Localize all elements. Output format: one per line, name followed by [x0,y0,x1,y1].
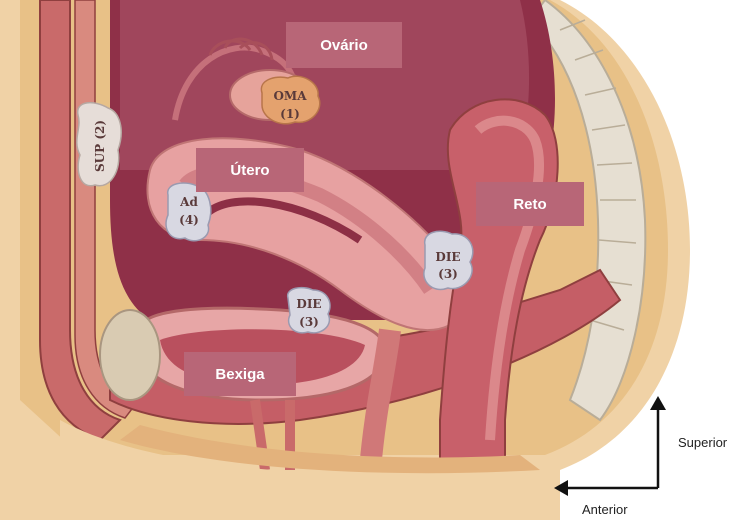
lesion-die-posterior-label: DIE [435,250,460,264]
lesion-adhesion-number: (4) [179,213,199,227]
ovary-label: Ovário [286,22,402,68]
superior-arrowhead [650,396,666,410]
anterior-label: Anterior [582,502,628,517]
lesion-die-posterior: DIE (3) [424,231,473,289]
rectum-label: Reto [476,182,584,226]
superior-label: Superior [678,435,728,450]
lesion-adhesion-label: Ad [179,195,198,209]
lesion-die-anterior-number: (3) [299,315,319,329]
uterus-label: Útero [196,148,304,192]
bladder-label: Bexiga [184,352,296,396]
lesion-oma-number: (1) [280,107,300,121]
pubic-bone [100,310,160,400]
lesion-sup: SUP (2) [77,103,121,186]
lesion-die-anterior-label: DIE [296,297,321,311]
lesion-sup-label: SUP (2) [93,120,107,172]
lesion-oma-label: OMA [273,89,307,103]
lesion-oma: OMA (1) [261,76,319,124]
lesion-die-posterior-number: (3) [438,267,458,281]
lesion-die-anterior: DIE (3) [288,288,330,333]
